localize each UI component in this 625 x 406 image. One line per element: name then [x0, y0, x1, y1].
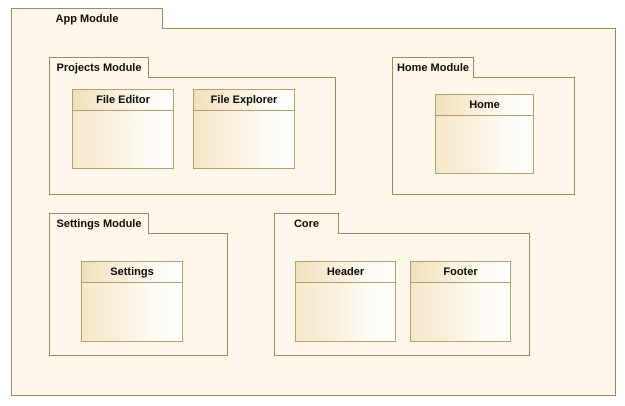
class-label-settings: Settings [110, 265, 154, 278]
class-label-file-editor: File Editor [96, 93, 150, 106]
package-label-projects-module: Projects Module [56, 61, 142, 74]
package-tab-home-module[interactable]: Home Module [392, 57, 474, 78]
class-box-settings[interactable]: Settings [81, 261, 183, 342]
package-label-home-module: Home Module [396, 61, 470, 74]
package-label-settings-module: Settings Module [56, 217, 142, 230]
package-body-home-module [392, 77, 575, 195]
class-header-footer: Footer [411, 262, 510, 283]
class-body-header [296, 283, 395, 341]
package-tab-core[interactable]: Core [274, 213, 339, 234]
class-body-footer [411, 283, 510, 341]
package-label-core: Core [293, 217, 320, 230]
class-box-home[interactable]: Home [435, 94, 534, 174]
class-box-file-explorer[interactable]: File Explorer [193, 89, 295, 169]
class-header-file-editor: File Editor [73, 90, 173, 111]
class-body-file-editor [73, 111, 173, 168]
package-tab-projects-module[interactable]: Projects Module [49, 57, 149, 78]
class-label-footer: Footer [443, 265, 478, 278]
package-tab-settings-module[interactable]: Settings Module [49, 213, 149, 234]
package-core[interactable]: Core [274, 213, 530, 356]
package-settings-module[interactable]: Settings Module [49, 213, 228, 356]
class-header-home: Home [436, 95, 533, 116]
package-home-module[interactable]: Home Module [392, 57, 575, 195]
package-projects-module[interactable]: Projects Module [49, 57, 336, 195]
class-header-file-explorer: File Explorer [194, 90, 294, 111]
package-label-app-module: App Module [55, 12, 119, 25]
class-box-footer[interactable]: Footer [410, 261, 511, 342]
package-tab-app-module[interactable]: App Module [11, 8, 163, 29]
class-label-file-explorer: File Explorer [210, 93, 278, 106]
class-label-header: Header [326, 265, 365, 278]
class-box-file-editor[interactable]: File Editor [72, 89, 174, 169]
package-body-projects-module [49, 77, 336, 195]
class-body-settings [82, 283, 182, 341]
class-box-header[interactable]: Header [295, 261, 396, 342]
class-body-home [436, 116, 533, 173]
class-header-settings: Settings [82, 262, 182, 283]
class-label-home: Home [469, 98, 500, 111]
class-body-file-explorer [194, 111, 294, 168]
package-body-core [274, 233, 530, 356]
class-header-header: Header [296, 262, 395, 283]
